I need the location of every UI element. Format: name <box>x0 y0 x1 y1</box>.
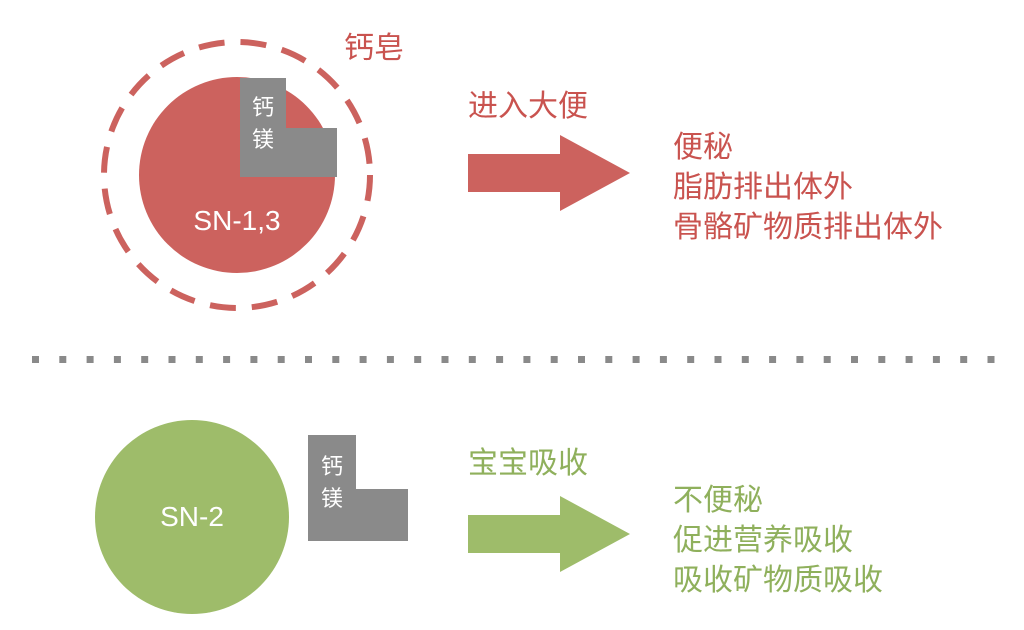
baby-absorbs-label: 宝宝吸收 <box>468 446 588 481</box>
top-l-shape-text: 钙 镁 <box>238 93 288 157</box>
result-item: 不便秘 <box>673 483 763 518</box>
divider-dot <box>632 356 640 363</box>
divider-dot <box>659 356 667 363</box>
divider-dot <box>168 356 176 363</box>
divider-dot <box>796 356 804 363</box>
divider-dot <box>496 356 504 363</box>
divider-dot <box>987 356 995 363</box>
divider-dot <box>195 356 203 363</box>
calcium-soap-label: 钙皂 <box>344 31 404 66</box>
top-calcium-label: 钙 <box>251 96 274 121</box>
divider-dot <box>741 356 749 363</box>
top-result-list: 便秘 脂肪排出体外 骨骼矿物质排出体外 <box>673 128 943 248</box>
bottom-right-arrow <box>468 496 630 572</box>
divider-dot <box>823 356 831 363</box>
divider-dot <box>905 356 913 363</box>
divider-dot <box>932 356 940 363</box>
divider-dot <box>223 356 231 363</box>
result-item: 便秘 <box>673 130 733 165</box>
bottom-calcium-label: 钙 <box>320 455 343 480</box>
divider-dot <box>414 356 422 363</box>
divider-dot <box>687 356 695 363</box>
divider-dot <box>113 356 121 363</box>
divider-dot <box>86 356 94 363</box>
sn2-circle <box>95 420 289 614</box>
section-divider <box>32 356 995 363</box>
bottom-magnesium-label: 镁 <box>320 487 343 512</box>
sn13-label: SN-1,3 <box>193 205 281 236</box>
divider-dot <box>59 356 67 363</box>
divider-dot <box>578 356 585 363</box>
top-right-arrow <box>468 135 630 211</box>
divider-dot <box>605 356 613 363</box>
enter-stool-label: 进入大便 <box>468 89 588 124</box>
divider-dot <box>851 356 858 363</box>
divider-dot <box>550 356 558 363</box>
calcium-soap-dashed-ring <box>101 39 373 311</box>
result-item: 脂肪排出体外 <box>673 170 853 205</box>
result-item: 促进营养吸收 <box>673 523 853 558</box>
sn2-label: SN-2 <box>160 501 224 532</box>
result-item: 吸收矿物质吸收 <box>673 563 883 598</box>
divider-dot <box>523 356 531 363</box>
divider-dot <box>878 356 886 363</box>
divider-dot <box>277 356 285 363</box>
divider-dot <box>359 356 367 363</box>
divider-dot <box>468 356 476 363</box>
divider-dot <box>32 356 39 363</box>
divider-dot <box>305 356 312 363</box>
top-calcium-magnesium-l-shape <box>240 78 337 177</box>
divider-dot <box>386 356 394 363</box>
divider-dot <box>769 356 777 363</box>
divider-dot <box>960 356 968 363</box>
result-item: 骨骼矿物质排出体外 <box>673 210 943 245</box>
bottom-result-list: 不便秘 促进营养吸收 吸收矿物质吸收 <box>673 481 883 601</box>
bottom-calcium-magnesium-l-shape <box>308 435 408 541</box>
divider-dot <box>250 356 258 363</box>
divider-dot <box>141 356 149 363</box>
top-magnesium-label: 镁 <box>251 128 274 153</box>
divider-dot <box>441 356 449 363</box>
divider-dot <box>714 356 722 363</box>
bottom-l-shape-text: 钙 镁 <box>307 452 357 516</box>
divider-dot <box>332 356 340 363</box>
